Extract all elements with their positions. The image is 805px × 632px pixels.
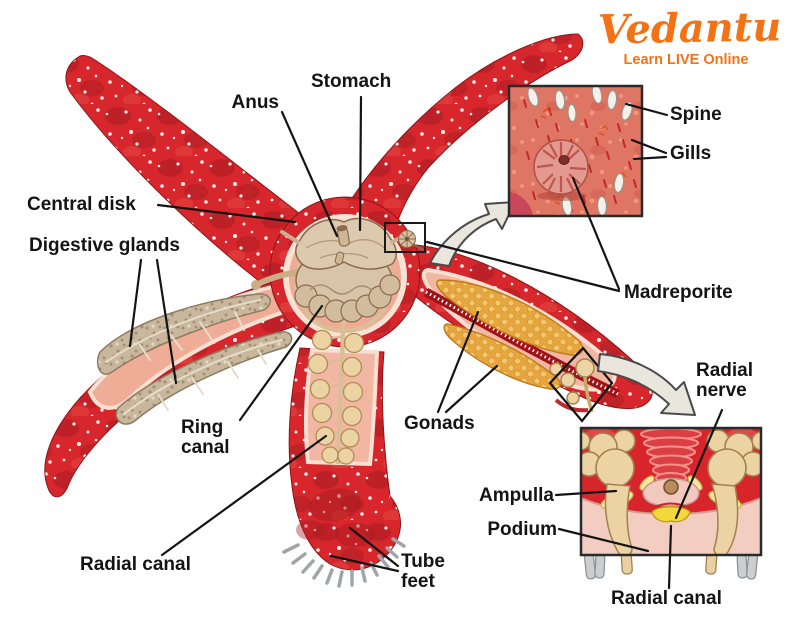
arrow-to-cross-section-inset [597, 353, 696, 416]
arm-digestive-glands [44, 279, 323, 498]
arrow-to-skin-inset [429, 201, 516, 267]
spines [527, 86, 633, 216]
label-central-disk: Central disk [27, 194, 136, 215]
label-gonads: Gonads [404, 413, 475, 434]
label-digestive-glands: Digestive glands [29, 235, 180, 256]
anus [336, 225, 350, 247]
label-radial-canal: Radial canal [80, 554, 191, 575]
label-tube-feet: Tube feet [401, 551, 445, 592]
tube-feet [282, 537, 406, 588]
starfish-body [44, 33, 653, 588]
label-gills: Gills [670, 143, 712, 164]
ampullae [581, 429, 761, 488]
leader-lines [128, 95, 724, 590]
radial-canal-ampullae [307, 309, 365, 465]
vedantu-logo: Vedantu Learn LIVE Online [597, 3, 782, 68]
vedantu-wordmark: Vedantu [597, 3, 782, 54]
label-spine: Spine [670, 104, 722, 125]
stomach [251, 217, 410, 323]
label-madreporite: Madreporite [624, 282, 733, 303]
vedantu-tagline: Learn LIVE Online [623, 52, 749, 68]
arm-water-vascular [282, 347, 406, 588]
gonad-upper [436, 279, 584, 356]
arm-gonads [397, 243, 653, 423]
label-stomach: Stomach [311, 71, 392, 92]
stone-canal-opening [663, 479, 679, 495]
label-anus: Anus [231, 92, 280, 113]
label-ring-canal: Ring canal [181, 417, 230, 458]
radial-nerve-shape [651, 506, 691, 523]
digestive-gland-upper [96, 293, 271, 375]
label-radial-nerve: Radial nerve [696, 360, 754, 401]
madreporite-body [384, 222, 426, 253]
gonad-lower [443, 323, 561, 390]
label-radial-canal-cross-section: Radial canal [611, 588, 722, 609]
digestive-gland-lower [115, 331, 293, 425]
label-podium: Podium [487, 519, 557, 540]
label-ampulla: Ampulla [479, 485, 554, 506]
skin-inset [507, 84, 644, 218]
podia [604, 483, 739, 555]
